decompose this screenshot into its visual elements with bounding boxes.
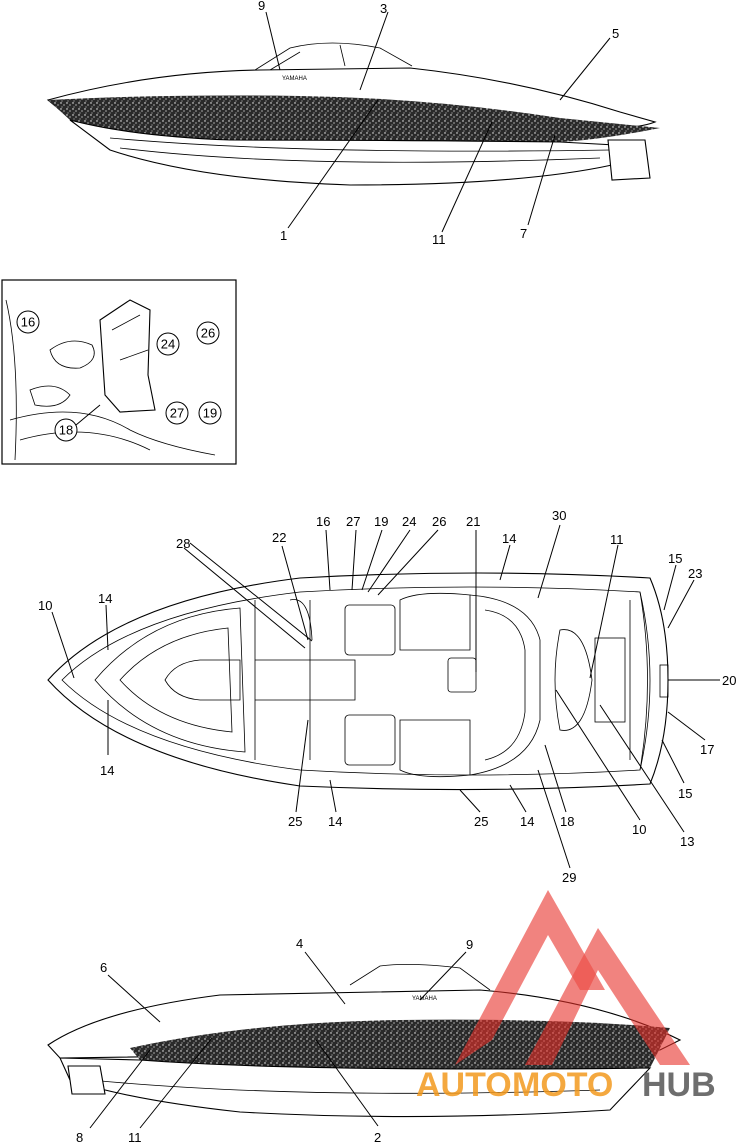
svg-text:19: 19 (203, 406, 217, 421)
lower-hull-bottom (59, 1057, 652, 1118)
plan-callout-14-top: 14 (502, 531, 516, 546)
inset-callout-26: 26 (196, 321, 220, 345)
plan-hull (47, 572, 669, 791)
inset-callout-18: 18 (54, 404, 101, 442)
plan-callout-25-right: 25 (474, 814, 488, 829)
plan-callout-15-right: 15 (678, 786, 692, 801)
plan-callout-18: 18 (560, 814, 574, 829)
svg-text:18: 18 (59, 423, 73, 438)
inset-callout-24: 24 (156, 332, 180, 356)
plan-callout-16: 16 (316, 514, 330, 529)
sterndrive-top (607, 139, 651, 181)
inset-callout-27: 27 (165, 401, 189, 425)
plan-callout-10-bottom: 10 (632, 822, 646, 837)
plan-callout-14-bottom-left: 14 (328, 814, 342, 829)
plan-callout-17: 17 (700, 742, 714, 757)
plan-callout-11: 11 (610, 532, 624, 547)
plan-callout-26: 26 (432, 514, 446, 529)
watermark-text-hub: HUB (642, 1066, 716, 1104)
plan-callout-21: 21 (466, 514, 480, 529)
watermark-logo: AUTO MOTO HUB (416, 890, 716, 1104)
side-view-bottom: YAMAHA 4 9 6 8 11 2 (47, 936, 682, 1145)
callout-11-bottom: 11 (128, 1130, 142, 1145)
plan-callout-22: 22 (272, 530, 286, 545)
plan-callout-29: 29 (562, 870, 576, 885)
detail-inset: 16 24 26 27 19 18 (1, 279, 237, 465)
callout-4-bottom: 4 (296, 936, 303, 951)
callout-5-top: 5 (612, 26, 619, 41)
inset-callout-19: 19 (198, 401, 222, 425)
plan-callout-23: 23 (688, 566, 702, 581)
svg-text:26: 26 (201, 326, 215, 341)
plan-callout-30: 30 (552, 508, 566, 523)
plan-callout-27: 27 (346, 514, 360, 529)
plan-callout-14-bottom-right: 14 (520, 814, 534, 829)
plan-callout-19: 19 (374, 514, 388, 529)
plan-callout-20: 20 (722, 673, 736, 688)
plan-callout-13: 13 (680, 834, 694, 849)
brand-label-top: YAMAHA (282, 76, 307, 82)
side-view-top: YAMAHA 9 3 5 1 11 7 (46, 0, 660, 247)
svg-text:16: 16 (21, 315, 35, 330)
hull-stripe-top (48, 95, 660, 142)
plan-callout-25-left: 25 (288, 814, 302, 829)
callout-9-bottom: 9 (466, 937, 473, 952)
plan-callout-28: 28 (176, 536, 190, 551)
callout-7-top: 7 (520, 226, 527, 241)
watermark-text-auto: AUTO (416, 1066, 512, 1104)
plan-callout-14-left-top: 14 (98, 591, 112, 606)
callout-2-bottom: 2 (374, 1130, 381, 1145)
inset-callout-16: 16 (16, 310, 40, 334)
callout-3-top: 3 (380, 1, 387, 16)
callout-9-top: 9 (258, 0, 265, 13)
windshield-top (254, 42, 413, 71)
plan-callout-15-top: 15 (668, 551, 682, 566)
plan-callout-24: 24 (402, 514, 416, 529)
windshield-bottom (349, 964, 491, 991)
callout-6-bottom: 6 (100, 960, 107, 975)
svg-text:27: 27 (170, 406, 184, 421)
plan-callout-14-left-bottom: 14 (100, 763, 114, 778)
svg-text:24: 24 (161, 337, 175, 352)
callout-11-top: 11 (432, 232, 446, 247)
callout-8-bottom: 8 (76, 1130, 83, 1145)
plan-view: 28 22 16 27 19 24 26 21 14 30 11 15 23 1… (38, 508, 736, 885)
watermark-text-moto: MOTO (512, 1066, 613, 1104)
brand-label-bottom: YAMAHA (412, 996, 437, 1002)
callout-1-top: 1 (280, 228, 287, 243)
sterndrive-bottom (67, 1065, 106, 1095)
plan-callout-10-left: 10 (38, 598, 52, 613)
